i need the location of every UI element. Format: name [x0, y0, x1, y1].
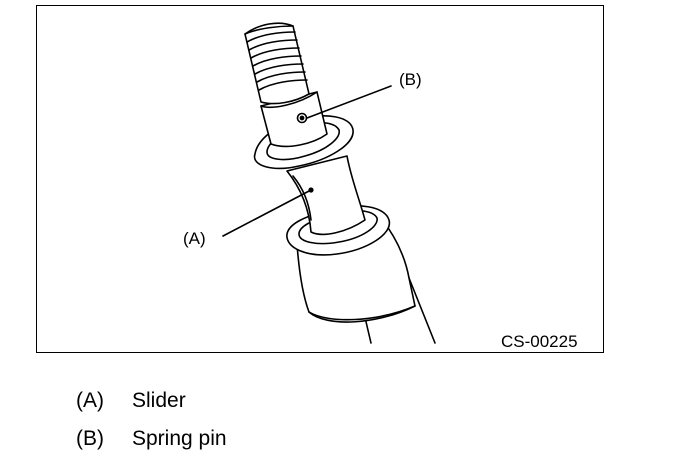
upper-collar [260, 91, 328, 148]
legend-item-b: (B) Spring pin [76, 420, 476, 458]
legend: (A) Slider (B) Spring pin [76, 382, 476, 458]
callout-b-leader [306, 85, 392, 119]
part-illustration: (B) (A) CS-00225 [183, 22, 578, 351]
legend-letter: (A) [76, 389, 104, 412]
threaded-stud [244, 22, 310, 105]
figure-code: CS-00225 [501, 332, 578, 351]
slider-body [286, 155, 366, 236]
figure-frame: (B) (A) CS-00225 [36, 5, 604, 353]
legend-letter: (B) [76, 427, 104, 450]
callout-a-label: (A) [183, 229, 206, 248]
callout-a-leader [222, 189, 312, 237]
legend-text: Slider [132, 389, 186, 412]
callout-b-label: (B) [399, 70, 422, 89]
legend-text: Spring pin [132, 427, 227, 450]
legend-item-a: (A) Slider [76, 382, 476, 420]
